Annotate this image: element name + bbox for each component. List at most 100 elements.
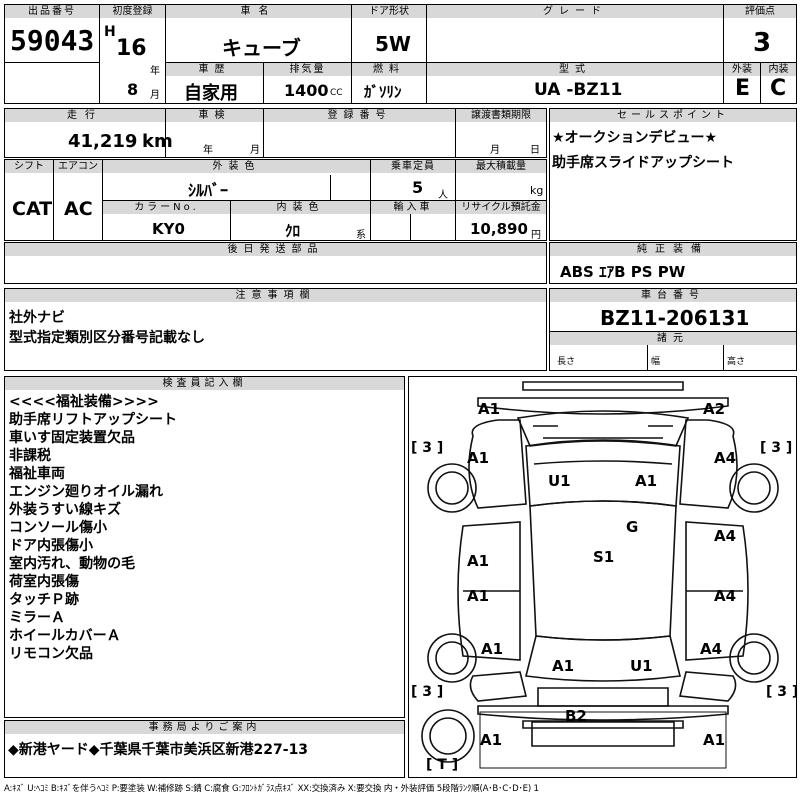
- int-color-value: ｸﾛ: [285, 222, 301, 240]
- spare-tire: [ T ]: [426, 757, 459, 773]
- header-reg-no: 登録番号: [264, 109, 455, 122]
- header-model: 型式: [427, 63, 723, 76]
- header-transfer: 譲渡書類期限: [456, 109, 546, 122]
- damage-seat: S1: [593, 548, 615, 566]
- header-capacity: 乗車定員: [371, 160, 455, 173]
- damage-left-front-door: A1: [467, 552, 490, 570]
- header-lot-no: 出品番号: [5, 5, 99, 18]
- damage-diagram: [408, 376, 797, 778]
- reg-month: 8: [127, 80, 139, 99]
- displacement-value: 1400: [284, 81, 329, 100]
- exterior-grade: E: [735, 76, 751, 101]
- chassis-number: BZ11-206131: [600, 306, 750, 330]
- header-score: 評価点: [724, 5, 796, 18]
- tire-rear-right: [ 3 ]: [766, 684, 799, 700]
- header-aircon: エアコン: [54, 160, 102, 173]
- damage-right-rear: A4: [700, 640, 723, 658]
- sales-point-1: ★オークションデビュー★: [552, 130, 718, 146]
- header-displacement: 排気量: [264, 63, 351, 76]
- inspector-note: エンジン廻りオイル漏れ: [9, 484, 163, 500]
- header-caution: 注意事項欄: [5, 289, 546, 302]
- damage-roof-right: A1: [635, 472, 658, 490]
- inspector-note: ミラーＡ: [9, 610, 65, 626]
- shift-value: CAT: [12, 198, 53, 220]
- inspector-note: 車いす固定装置欠品: [9, 430, 135, 446]
- damage-rear-right: U1: [630, 657, 653, 675]
- height-label: 高さ: [727, 357, 746, 367]
- damage-front-right: A2: [703, 400, 726, 418]
- header-later-parts: 後日発送部品: [5, 243, 546, 256]
- header-max-load: 最大積載量: [456, 160, 546, 173]
- inspector-note: 荷室内張傷: [9, 574, 79, 590]
- reg-year: 16: [116, 36, 147, 61]
- car-diagram: [421, 381, 779, 769]
- header-exterior: 外装: [724, 63, 760, 76]
- damage-rear-bumper-right: A1: [703, 731, 726, 749]
- recycle-value: 10,890: [470, 220, 528, 238]
- tire-front-left: [ 3 ]: [411, 440, 444, 456]
- interior-grade: C: [770, 76, 787, 101]
- length-label: 長さ: [557, 357, 576, 367]
- header-grade: グレード: [427, 5, 723, 18]
- sales-point-box: [549, 108, 797, 241]
- header-door: ドア形状: [352, 5, 426, 18]
- inspection-month: 月: [250, 145, 260, 156]
- inspection-year: 年: [203, 145, 213, 156]
- inspector-note: ドア内張傷小: [9, 538, 93, 554]
- header-genuine: 純正装備: [550, 243, 796, 256]
- aircon-value: AC: [64, 198, 93, 220]
- capacity-value: 5: [412, 178, 424, 197]
- caution-box: [4, 288, 547, 371]
- later-parts-box: [4, 242, 547, 284]
- legend: A:ｷｽﾞ U:ﾍｺﾐ B:ｷｽﾞを伴うﾍｺﾐ P:要塗装 W:補修跡 S:錆 …: [4, 784, 539, 794]
- tire-rear-left: [ 3 ]: [411, 684, 444, 700]
- damage-right-rear-door: A4: [714, 587, 737, 605]
- damage-rear-left: A1: [552, 657, 575, 675]
- inspector-note: 非課税: [9, 448, 51, 464]
- inspector-note: <<<<福祉装備>>>>: [9, 394, 159, 410]
- top-info-box: [4, 4, 797, 104]
- header-sales-point: セールスポイント: [550, 109, 796, 122]
- office-box: [4, 720, 405, 778]
- header-car-name: 車名: [166, 5, 351, 18]
- inspector-note: ホイールカバーＡ: [9, 628, 121, 644]
- caution-note-2: 型式指定類別区分番号記載なし: [9, 330, 205, 346]
- genuine-equipment: ABS ｴｱB PS PW: [560, 263, 686, 281]
- width-label: 幅: [651, 357, 661, 367]
- door-type: 5W: [375, 32, 411, 56]
- model-value: UA -BZ11: [534, 80, 623, 100]
- inspector-note: 外装うすい線キズ: [9, 502, 121, 518]
- inspector-note: 福祉車両: [9, 466, 65, 482]
- header-color-no: カラーNo.: [103, 201, 230, 214]
- mileage-box: [4, 108, 547, 158]
- inspector-notes: <<<<福祉装備>>>> 助手席リフトアップシート 車いす固定装置欠品 非課税 …: [9, 393, 177, 663]
- damage-left-fender: A1: [467, 449, 490, 467]
- damage-right-fender: A4: [714, 449, 737, 467]
- kei-unit: 系: [356, 230, 366, 241]
- persons-unit: 人: [438, 190, 448, 201]
- header-inspector: 検査員記入欄: [5, 377, 404, 390]
- header-interior: 内装: [761, 63, 796, 76]
- header-specs: 諸元: [550, 332, 796, 345]
- inspector-note: コンソール傷小: [9, 520, 107, 536]
- mileage-value: 41,219: [68, 131, 138, 152]
- header-fuel: 燃料: [352, 63, 426, 76]
- color-no-value: KY0: [152, 220, 185, 238]
- header-recycle: リサイクル預託金: [456, 201, 546, 214]
- header-office: 事務局よりご案内: [5, 721, 404, 734]
- transfer-month: 月: [490, 145, 500, 156]
- header-int-color: 内装色: [231, 201, 370, 214]
- kg-unit: kg: [530, 184, 544, 197]
- caution-note-1: 社外ナビ: [9, 310, 65, 326]
- inspector-note: 室内汚れ、動物の毛: [9, 556, 136, 572]
- km-unit: km: [142, 131, 173, 152]
- damage-right-front-door: A4: [714, 527, 737, 545]
- header-first-reg: 初度登録: [100, 5, 165, 18]
- damage-rear-bumper-left: A1: [480, 731, 503, 749]
- inspector-note: 助手席リフトアップシート: [9, 412, 177, 428]
- damage-windshield: G: [626, 518, 639, 536]
- office-message: ◆新港ヤード◆千葉県千葉市美浜区新港227-13: [8, 742, 309, 758]
- genuine-box: [549, 242, 797, 284]
- inspector-note: タッチＰ跡: [9, 592, 79, 608]
- car-name: キューブ: [222, 36, 301, 60]
